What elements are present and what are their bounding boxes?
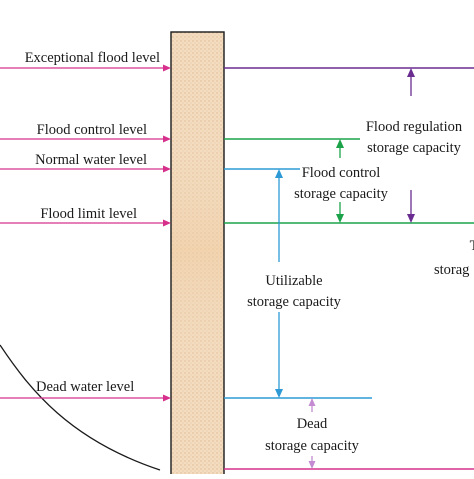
flood-regulation-label-line1: Flood regulation xyxy=(366,119,463,135)
label-flood-limit-level: Flood limit level xyxy=(40,206,137,222)
dead-storage-label-line2: storage capacity xyxy=(265,438,360,454)
arrowhead-normal-water xyxy=(163,165,171,173)
flood-regulation-label-line2: storage capacity xyxy=(367,140,462,156)
flood-regulation-arrow xyxy=(407,68,415,223)
total-storage-label-line2: storag xyxy=(434,262,469,278)
label-flood-control-level: Flood control level xyxy=(37,122,147,138)
left-level-arrows xyxy=(0,64,171,402)
label-dead-water-level: Dead water level xyxy=(36,379,134,395)
utilizable-label-line1: Utilizable xyxy=(265,273,322,289)
utilizable-arrow xyxy=(275,169,283,398)
flood-control-label-line2: storage capacity xyxy=(294,186,389,202)
flood-control-arrow xyxy=(336,139,344,223)
arrowhead-dead-water xyxy=(163,394,171,402)
reservoir-bed-curve xyxy=(0,344,161,471)
flood-control-label-line1: Flood control xyxy=(302,165,381,181)
dam-shading xyxy=(172,120,223,380)
utilizable-label-line2: storage capacity xyxy=(247,294,342,310)
capacity-labels: Flood regulation storage capacity Flood … xyxy=(247,119,474,454)
arrowhead-exceptional-flood xyxy=(163,64,171,72)
dead-storage-label-line1: Dead xyxy=(297,416,328,432)
right-level-lines xyxy=(224,67,474,470)
total-storage-label-line1: T xyxy=(470,238,474,254)
dead-storage-arrow xyxy=(308,398,316,469)
arrowhead-flood-limit xyxy=(163,219,171,227)
label-normal-water-level: Normal water level xyxy=(35,152,147,168)
left-level-labels: Exceptional flood level Flood control le… xyxy=(25,50,160,395)
label-exceptional-flood-level: Exceptional flood level xyxy=(25,50,160,66)
arrowhead-flood-control xyxy=(163,135,171,143)
